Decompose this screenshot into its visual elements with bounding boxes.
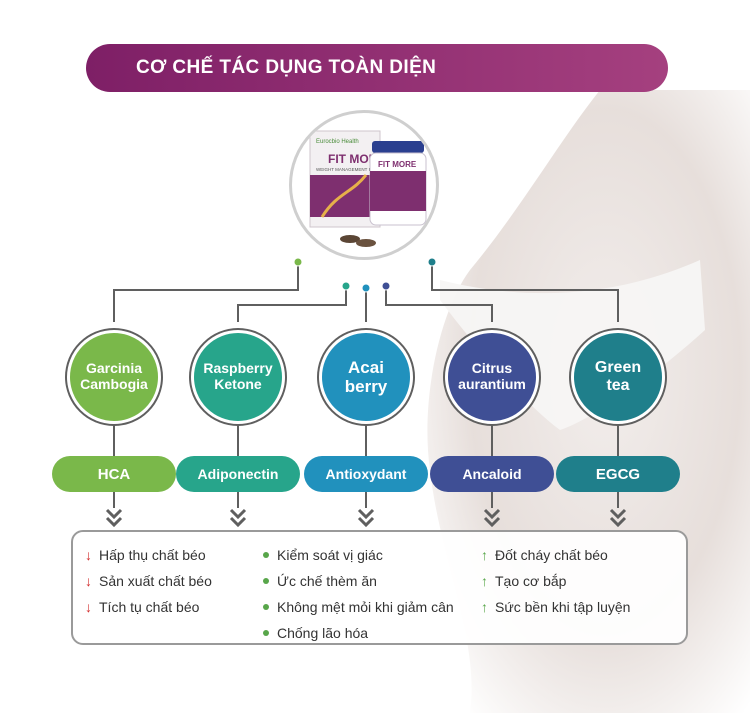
svg-text:WEIGHT MANAGEMENT FORMULA: WEIGHT MANAGEMENT FORMULA bbox=[316, 167, 391, 172]
compound-pill-hca: HCA bbox=[52, 456, 176, 492]
list-item: Chống lão hóa bbox=[263, 620, 454, 646]
svg-text:FIT MORE: FIT MORE bbox=[378, 160, 417, 169]
compound-pill-ancaloid: Ancaloid bbox=[430, 456, 554, 492]
chevron-down-icon bbox=[483, 508, 501, 528]
list-item: Không mệt mỏi khi giảm cân bbox=[263, 594, 454, 620]
product-illustration: Eurocbio Health FIT MORE WEIGHT MANAGEME… bbox=[309, 130, 427, 247]
svg-text:Eurocbio Health: Eurocbio Health bbox=[316, 139, 359, 145]
bullet-icon bbox=[263, 578, 269, 584]
bullet-icon bbox=[263, 630, 269, 636]
ingredient-name-line1: Acai bbox=[348, 357, 384, 377]
ingredient-name-line1: Garcinia bbox=[85, 360, 143, 377]
benefits-box: ↓ Hấp thụ chất béo ↓ Sản xuất chất béo ↓ Tí… bbox=[71, 530, 688, 645]
bullet-icon bbox=[263, 552, 269, 558]
benefit-text: Không mệt mỏi khi giảm cân bbox=[277, 599, 454, 615]
ingredient-name-line2: tea bbox=[606, 377, 630, 394]
benefit-text: Sản xuất chất béo bbox=[99, 573, 212, 589]
decrease-column: ↓ Hấp thụ chất béo ↓ Sản xuất chất béo ↓ Tí… bbox=[85, 542, 212, 620]
increase-column: ↑ Đốt cháy chất béo ↑ Tạo cơ bắp ↑ Sức bền … bbox=[481, 542, 630, 620]
arrow-down-icon: ↓ bbox=[85, 573, 92, 589]
benefit-text: Tích tụ chất béo bbox=[99, 599, 200, 615]
chevron-down-icon bbox=[357, 508, 375, 528]
underwear-shape bbox=[440, 260, 705, 430]
compound-pill-egcg: EGCG bbox=[556, 456, 680, 492]
connector-lines bbox=[113, 262, 619, 322]
list-item: ↓ Sản xuất chất béo bbox=[85, 568, 212, 594]
benefit-text: Kiểm soát vị giác bbox=[277, 547, 383, 563]
page-title: CƠ CHẾ TÁC DỤNG TOÀN DIỆN bbox=[136, 57, 437, 78]
ingredient-name-line1: Raspberry bbox=[203, 360, 273, 377]
compound-label: Adiponectin bbox=[197, 466, 279, 482]
list-item: Kiểm soát vị giác bbox=[263, 542, 454, 568]
arrow-up-icon: ↑ bbox=[481, 573, 488, 589]
ingredient-name-line1: Citrus bbox=[471, 360, 513, 377]
arrow-down-icon: ↓ bbox=[85, 547, 92, 563]
compound-label: Antioxydant bbox=[325, 466, 407, 482]
benefit-text: Ức chế thèm ăn bbox=[277, 573, 377, 589]
compound-pill-adiponectin: Adiponectin bbox=[176, 456, 300, 492]
compound-label: HCA bbox=[97, 465, 131, 483]
chevron-down-icon bbox=[609, 508, 627, 528]
list-item: Ức chế thèm ăn bbox=[263, 568, 454, 594]
bullet-icon bbox=[263, 604, 269, 610]
chevron-down-icon bbox=[105, 508, 123, 528]
arrow-up-icon: ↑ bbox=[481, 547, 488, 563]
arrow-down-icon: ↓ bbox=[85, 599, 92, 615]
connector-stems bbox=[113, 422, 619, 508]
compound-label: Ancaloid bbox=[462, 466, 522, 482]
benefit-text: Sức bền khi tập luyện bbox=[495, 599, 631, 615]
ingredient-name-line1: Green bbox=[594, 359, 642, 377]
control-column: Kiểm soát vị giác Ức chế thèm ăn Không m… bbox=[263, 542, 454, 646]
benefit-text: Đốt cháy chất béo bbox=[495, 547, 608, 563]
compound-label: EGCG bbox=[595, 465, 641, 483]
benefit-text: Hấp thụ chất béo bbox=[99, 547, 206, 563]
list-item: ↑ Sức bền khi tập luyện bbox=[481, 594, 630, 620]
benefit-text: Tạo cơ bắp bbox=[495, 573, 567, 589]
page-title-banner: CƠ CHẾ TÁC DỤNG TOÀN DIỆN bbox=[86, 44, 668, 92]
list-item: ↓ Tích tụ chất béo bbox=[85, 594, 212, 620]
list-item: ↑ Đốt cháy chất béo bbox=[481, 542, 630, 568]
ingredient-name-line2: aurantium bbox=[458, 376, 526, 392]
list-item: ↑ Tạo cơ bắp bbox=[481, 568, 630, 594]
chevron-down-icon bbox=[229, 508, 247, 528]
connector-nodes bbox=[293, 257, 437, 293]
benefit-text: Chống lão hóa bbox=[277, 625, 369, 641]
ingredient-name-line2: berry bbox=[344, 377, 388, 396]
ingredient-name-line2: Ketone bbox=[214, 376, 262, 392]
list-item: ↓ Hấp thụ chất béo bbox=[85, 542, 212, 568]
ingredient-name-line2: Cambogia bbox=[80, 376, 148, 392]
compound-pill-antioxydant: Antioxydant bbox=[304, 456, 428, 492]
product-image: Eurocbio Health FIT MORE WEIGHT MANAGEME… bbox=[289, 110, 439, 260]
arrow-up-icon: ↑ bbox=[481, 599, 488, 615]
